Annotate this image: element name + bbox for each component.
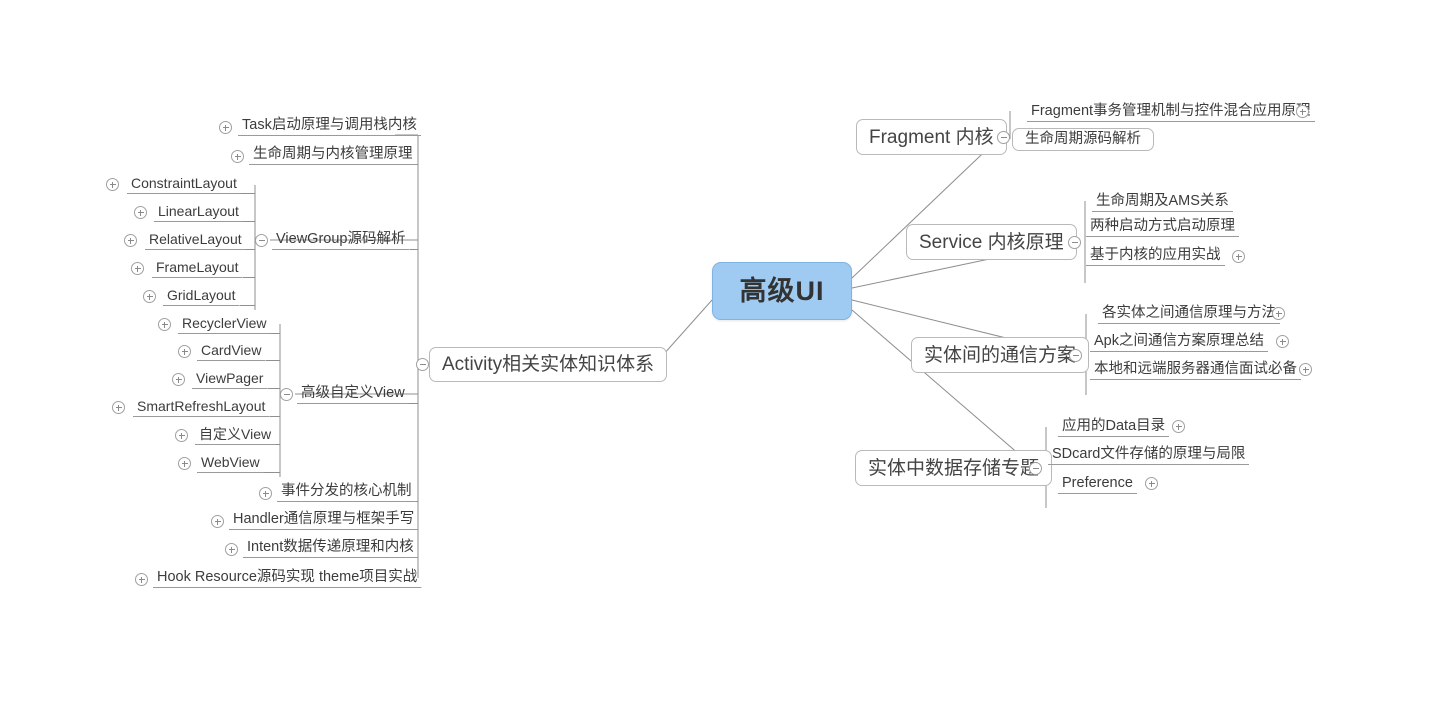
node-linearlayout[interactable]: LinearLayout <box>154 204 243 222</box>
collapse-icon-communication[interactable] <box>1069 349 1082 362</box>
expand-icon-custom-view[interactable] <box>175 429 188 442</box>
expand-icon-constraintlayout[interactable] <box>106 178 119 191</box>
collapse-icon-storage[interactable] <box>1029 462 1042 475</box>
node-service-kernel-practice[interactable]: 基于内核的应用实战 <box>1086 248 1225 266</box>
expand-icon-service-kernel-practice[interactable] <box>1232 250 1245 263</box>
node-advanced-customview[interactable]: 高级自定义View <box>297 386 409 404</box>
node-sdcard-storage[interactable]: SDcard文件存储的原理与局限 <box>1048 447 1250 465</box>
branch-node-storage[interactable]: 实体中数据存储专题 <box>855 450 1053 486</box>
expand-icon-recyclerview[interactable] <box>158 318 171 331</box>
node-constraintlayout[interactable]: ConstraintLayout <box>127 176 241 194</box>
node-custom-view[interactable]: 自定义View <box>195 427 276 445</box>
expand-icon-event-dispatch[interactable] <box>259 487 272 500</box>
branch-node-activity[interactable]: Activity相关实体知识体系 <box>429 347 668 382</box>
expand-icon-local-remote-communication[interactable] <box>1299 363 1312 376</box>
node-task-startup[interactable]: Task启动原理与调用栈内核 <box>238 118 421 136</box>
node-webview[interactable]: WebView <box>197 455 264 473</box>
node-apk-communication[interactable]: Apk之间通信方案原理总结 <box>1090 334 1268 352</box>
node-gridlayout[interactable]: GridLayout <box>163 288 240 306</box>
expand-icon-hook-resource[interactable] <box>135 573 148 586</box>
expand-icon-apk-communication[interactable] <box>1276 335 1289 348</box>
node-viewgroup-source[interactable]: ViewGroup源码解析 <box>272 232 410 250</box>
expand-icon-intent[interactable] <box>225 543 238 556</box>
collapse-icon-service[interactable] <box>1068 236 1081 249</box>
node-app-data-dir[interactable]: 应用的Data目录 <box>1058 419 1170 437</box>
node-event-dispatch[interactable]: 事件分发的核心机制 <box>277 484 416 502</box>
collapse-icon-activity[interactable] <box>416 358 429 371</box>
node-fragment-transaction[interactable]: Fragment事务管理机制与控件混合应用原理 <box>1027 104 1315 122</box>
expand-icon-viewpager[interactable] <box>172 373 185 386</box>
node-service-lifecycle-ams[interactable]: 生命周期及AMS关系 <box>1092 194 1233 212</box>
branch-node-fragment[interactable]: Fragment 内核 <box>856 119 1007 155</box>
expand-icon-relativelayout[interactable] <box>124 234 137 247</box>
expand-icon-smartrefreshlayout[interactable] <box>112 401 125 414</box>
node-fragment-lifecycle-source[interactable]: 生命周期源码解析 <box>1012 128 1154 151</box>
expand-icon-webview[interactable] <box>178 457 191 470</box>
node-handler[interactable]: Handler通信原理与框架手写 <box>229 512 419 530</box>
node-relativelayout[interactable]: RelativeLayout <box>145 232 246 250</box>
branch-node-service[interactable]: Service 内核原理 <box>906 224 1077 260</box>
node-intent[interactable]: Intent数据传递原理和内核 <box>243 540 418 558</box>
node-hook-resource[interactable]: Hook Resource源码实现 theme项目实战 <box>153 570 422 588</box>
node-smartrefreshlayout[interactable]: SmartRefreshLayout <box>133 399 270 417</box>
expand-icon-gridlayout[interactable] <box>143 290 156 303</box>
expand-icon-task-startup[interactable] <box>219 121 232 134</box>
node-framelayout[interactable]: FrameLayout <box>152 260 243 278</box>
expand-icon-app-data-dir[interactable] <box>1172 420 1185 433</box>
node-viewpager[interactable]: ViewPager <box>192 371 268 389</box>
expand-icon-handler[interactable] <box>211 515 224 528</box>
node-service-two-start-modes[interactable]: 两种启动方式启动原理 <box>1086 219 1239 237</box>
collapse-icon-fragment[interactable] <box>997 131 1010 144</box>
node-entity-communication-principles[interactable]: 各实体之间通信原理与方法 <box>1098 306 1280 324</box>
expand-icon-preference[interactable] <box>1145 477 1158 490</box>
collapse-icon-advanced-customview[interactable] <box>280 388 293 401</box>
node-cardview[interactable]: CardView <box>197 343 266 361</box>
node-preference[interactable]: Preference <box>1058 476 1137 494</box>
expand-icon-framelayout[interactable] <box>131 262 144 275</box>
node-local-remote-communication[interactable]: 本地和远端服务器通信面试必备 <box>1090 362 1301 380</box>
root-node[interactable]: 高级UI <box>712 262 852 320</box>
expand-icon-fragment-transaction[interactable] <box>1296 105 1309 118</box>
expand-icon-cardview[interactable] <box>178 345 191 358</box>
node-recyclerview[interactable]: RecyclerView <box>178 316 271 334</box>
expand-icon-entity-communication-principles[interactable] <box>1272 307 1285 320</box>
expand-icon-linearlayout[interactable] <box>134 206 147 219</box>
node-lifecycle-kernel[interactable]: 生命周期与内核管理原理 <box>249 147 417 165</box>
expand-icon-lifecycle-kernel[interactable] <box>231 150 244 163</box>
branch-node-communication[interactable]: 实体间的通信方案 <box>911 337 1090 373</box>
collapse-icon-viewgroup-source[interactable] <box>255 234 268 247</box>
